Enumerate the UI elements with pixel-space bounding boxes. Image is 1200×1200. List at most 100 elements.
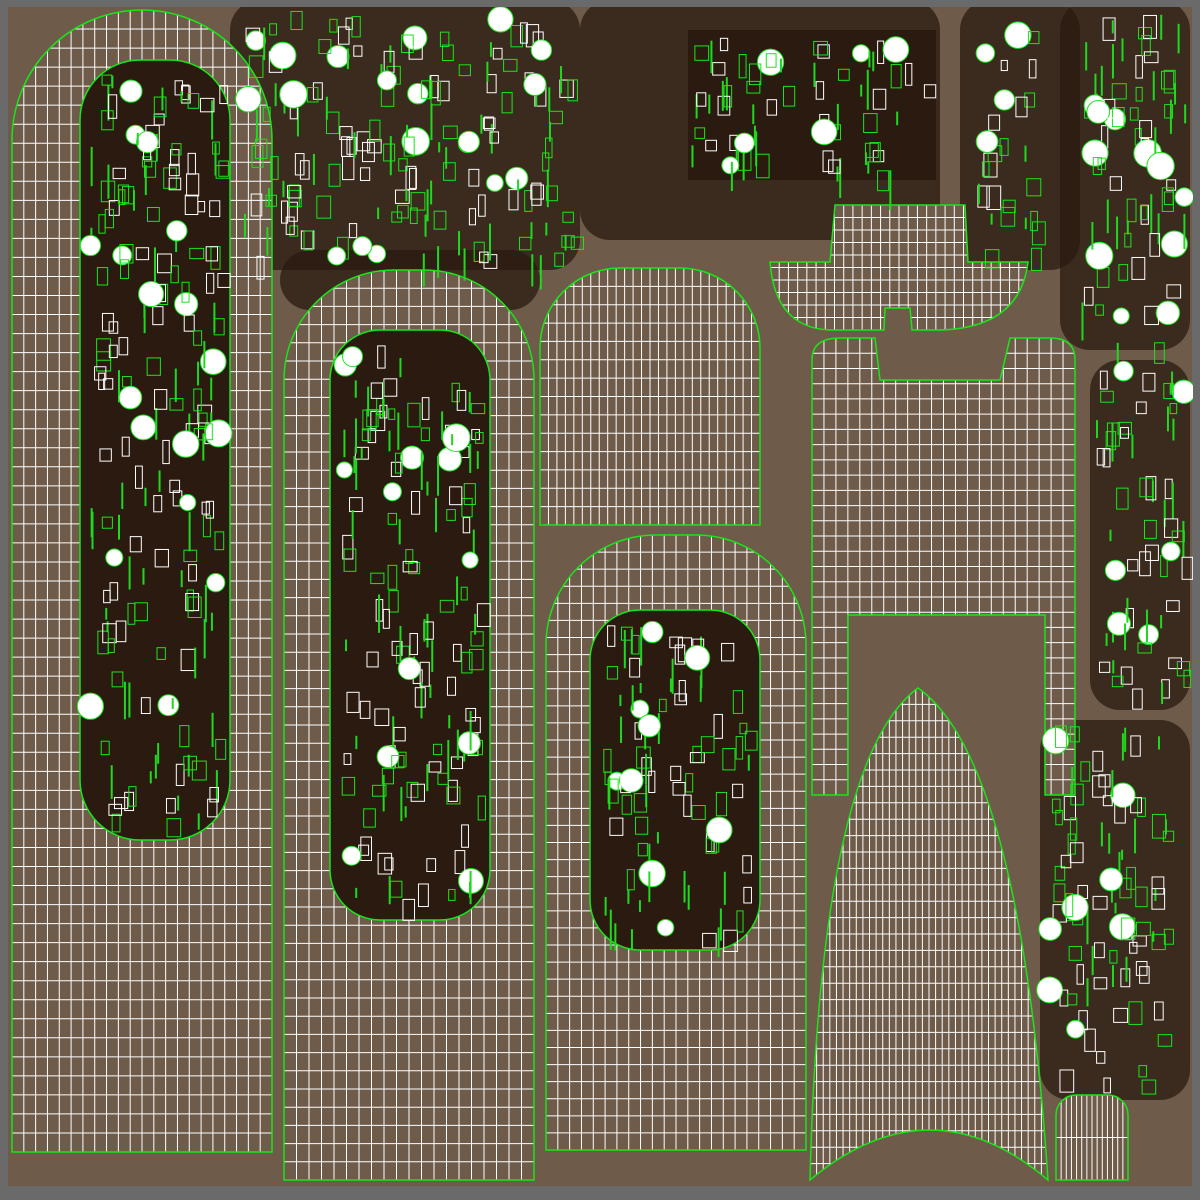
uv-shell (470, 631, 484, 647)
uv-disc (1161, 541, 1181, 562)
uv-shell (1135, 401, 1147, 415)
uv-shell (254, 138, 268, 159)
uv-disc (630, 699, 650, 719)
uv-shell (135, 247, 150, 261)
uv-strip (211, 712, 214, 748)
uv-shell (129, 536, 142, 553)
uv-shell (405, 165, 417, 190)
uv-strip (1124, 727, 1127, 752)
uv-shell (1153, 1001, 1164, 1021)
uv-shell (609, 817, 624, 836)
uv-strip (266, 227, 269, 256)
uv-shell (193, 388, 202, 412)
uv-strip (645, 753, 648, 785)
uv-strip (630, 929, 633, 951)
uv-shell (433, 743, 443, 756)
uv-shell (1015, 96, 1028, 118)
uv-shell (1118, 264, 1129, 281)
uv-shell (629, 657, 641, 678)
uv-strip (735, 138, 738, 164)
uv-shell (118, 337, 129, 356)
uv-disc (119, 79, 143, 103)
uv-shell (349, 497, 363, 513)
uv-shell (99, 448, 112, 462)
uv-shell (250, 193, 263, 217)
detail-cluster-right-mid (1096, 360, 1196, 710)
uv-disc (756, 48, 785, 76)
uv-disc (637, 714, 661, 738)
uv-strip (1169, 99, 1172, 134)
uv-shell (446, 509, 456, 521)
uv-disc (619, 768, 644, 793)
uv-strip (1160, 615, 1163, 629)
uv-shell (606, 666, 619, 680)
uv-shell (620, 774, 631, 794)
uv-shell (723, 929, 738, 952)
uv-disc (1112, 307, 1130, 325)
uv-shell (393, 726, 406, 742)
uv-shell (174, 80, 184, 96)
uv-shell (362, 141, 375, 163)
uv-strip (1121, 38, 1124, 62)
uv-shell (746, 80, 761, 94)
uv-disc (851, 44, 871, 63)
uv-shell (270, 156, 279, 180)
uv-shell (153, 96, 167, 118)
uv-strip (437, 246, 440, 278)
uv-shell (460, 586, 468, 601)
uv-shell (205, 246, 219, 262)
uv-shell (205, 423, 213, 441)
uv-disc (1061, 893, 1089, 922)
uv-strip (474, 613, 477, 635)
uv-strip (1114, 902, 1117, 914)
uv-shell (287, 185, 302, 199)
uv-strip (118, 514, 121, 540)
uv-shell (983, 152, 998, 178)
uv-shell (890, 64, 902, 89)
uv-shell (1183, 669, 1192, 688)
uv-shell (1103, 98, 1116, 119)
uv-strip (1091, 945, 1094, 976)
uv-shell (1117, 421, 1132, 435)
uv-shell (343, 548, 357, 572)
uv-strip (177, 795, 180, 811)
uv-strip (110, 765, 113, 799)
uv-shell (1063, 795, 1076, 821)
uv-disc (993, 89, 1016, 111)
uv-shell (678, 680, 686, 702)
uv-shell (337, 26, 350, 45)
uv-shell (1135, 961, 1148, 976)
uv-disc (721, 156, 740, 175)
uv-shell (426, 858, 437, 873)
uv-strip (426, 613, 429, 648)
uv-shell (1137, 642, 1152, 654)
uv-shell (202, 515, 211, 538)
uv-shell (739, 722, 748, 735)
uv-strip (545, 222, 548, 236)
uv-strip (631, 685, 634, 711)
uv-shell (1120, 968, 1131, 988)
uv-shell (102, 623, 117, 644)
uv-disc (352, 236, 373, 257)
uv-strip (154, 754, 157, 779)
uv-strip (560, 66, 563, 94)
uv-shell (525, 24, 540, 48)
uv-strip (128, 556, 131, 590)
uv-shell (999, 138, 1009, 156)
uv-shell (146, 207, 160, 222)
uv-strip (1024, 145, 1027, 162)
dark-wood-patch (960, 0, 1080, 270)
uv-shell (391, 211, 403, 223)
uv-disc (399, 445, 425, 470)
uv-shell (1145, 544, 1159, 561)
uv-shell (877, 170, 890, 192)
uv-shell (476, 603, 491, 627)
uv-shell (316, 195, 332, 219)
uv-shell (1067, 833, 1076, 855)
uv-shell (154, 548, 169, 568)
uv-strip (197, 361, 200, 386)
uv-strip (282, 180, 285, 198)
uv-shell (1131, 256, 1146, 280)
uv-disc (397, 657, 421, 681)
uv-disc (342, 346, 364, 368)
